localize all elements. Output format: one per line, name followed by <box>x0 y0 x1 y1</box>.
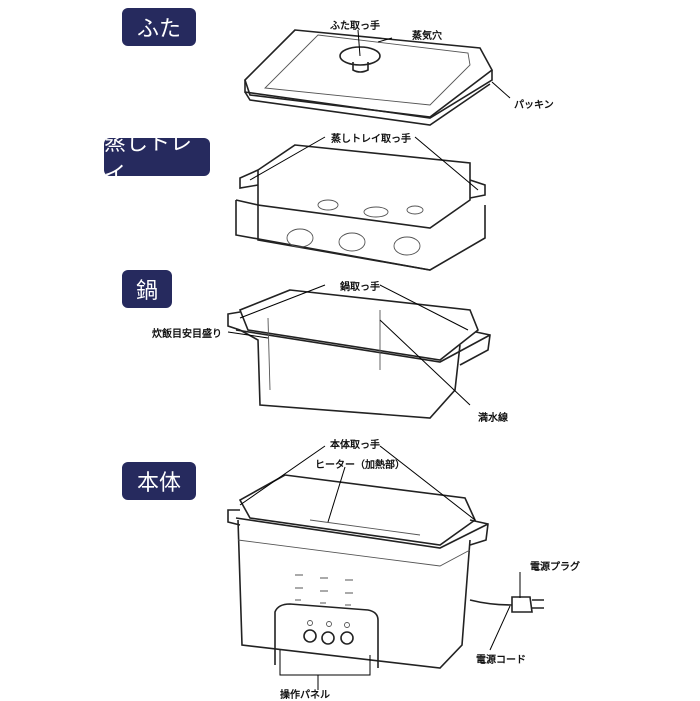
callout-pot-handle: 鍋取っ手 <box>340 282 380 293</box>
callout-tray-handle: 蒸しトレイ取っ手 <box>331 134 411 145</box>
callout-max-water-line: 満水線 <box>478 413 508 424</box>
callout-power-cord: 電源コード <box>476 655 526 666</box>
callout-lines <box>227 29 521 690</box>
section-badge-body: 本体 <box>122 462 196 500</box>
lid-drawing <box>244 29 494 126</box>
callout-heater: ヒーター（加熱部） <box>315 460 405 471</box>
section-badge-pot: 鍋 <box>122 270 172 308</box>
callout-lid-handle: ふた取っ手 <box>330 21 380 32</box>
callout-power-plug: 電源プラグ <box>530 562 580 573</box>
main-body-drawing <box>227 474 544 669</box>
callout-control-panel: 操作パネル <box>280 690 330 701</box>
callout-body-handle: 本体取っ手 <box>330 440 380 451</box>
callout-steam-vent: 蒸気穴 <box>412 31 442 42</box>
callout-rice-scale: 炊飯目安目盛り <box>152 329 222 340</box>
section-badge-lid: ふた <box>122 8 196 46</box>
steam-tray-drawing <box>235 144 486 271</box>
callout-gasket: パッキン <box>514 100 554 111</box>
pot-drawing <box>227 289 491 419</box>
